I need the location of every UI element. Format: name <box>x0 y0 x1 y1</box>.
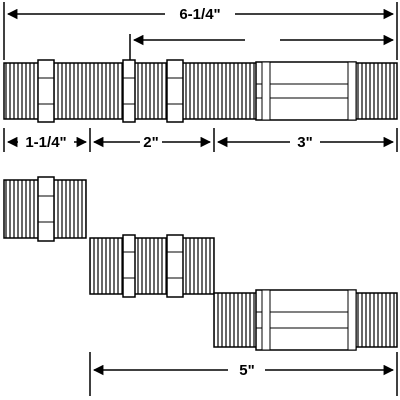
coupling-2 <box>122 59 136 123</box>
secondary-span-dimension <box>129 34 395 60</box>
segment-2-label: 2" <box>143 134 158 151</box>
segment-dimensions: 1-1/4" 2" 3" <box>3 128 398 152</box>
overall-top-label: 6-1/4" <box>179 6 220 23</box>
coupling-1 <box>37 59 55 123</box>
assembled-pipe <box>3 59 398 123</box>
coupling-3 <box>166 59 184 123</box>
overall-bottom-dimension: 5" <box>89 352 398 396</box>
medium-nipple <box>89 234 215 298</box>
long-nipple <box>213 289 398 351</box>
overall-top-dimension: 6-1/4" <box>3 2 398 60</box>
long-nipple-center <box>255 61 357 121</box>
overall-bottom-label: 5" <box>239 362 254 379</box>
short-nipple <box>3 176 87 242</box>
segment-1-label: 1-1/4" <box>25 134 66 151</box>
segment-3-label: 3" <box>297 134 312 151</box>
